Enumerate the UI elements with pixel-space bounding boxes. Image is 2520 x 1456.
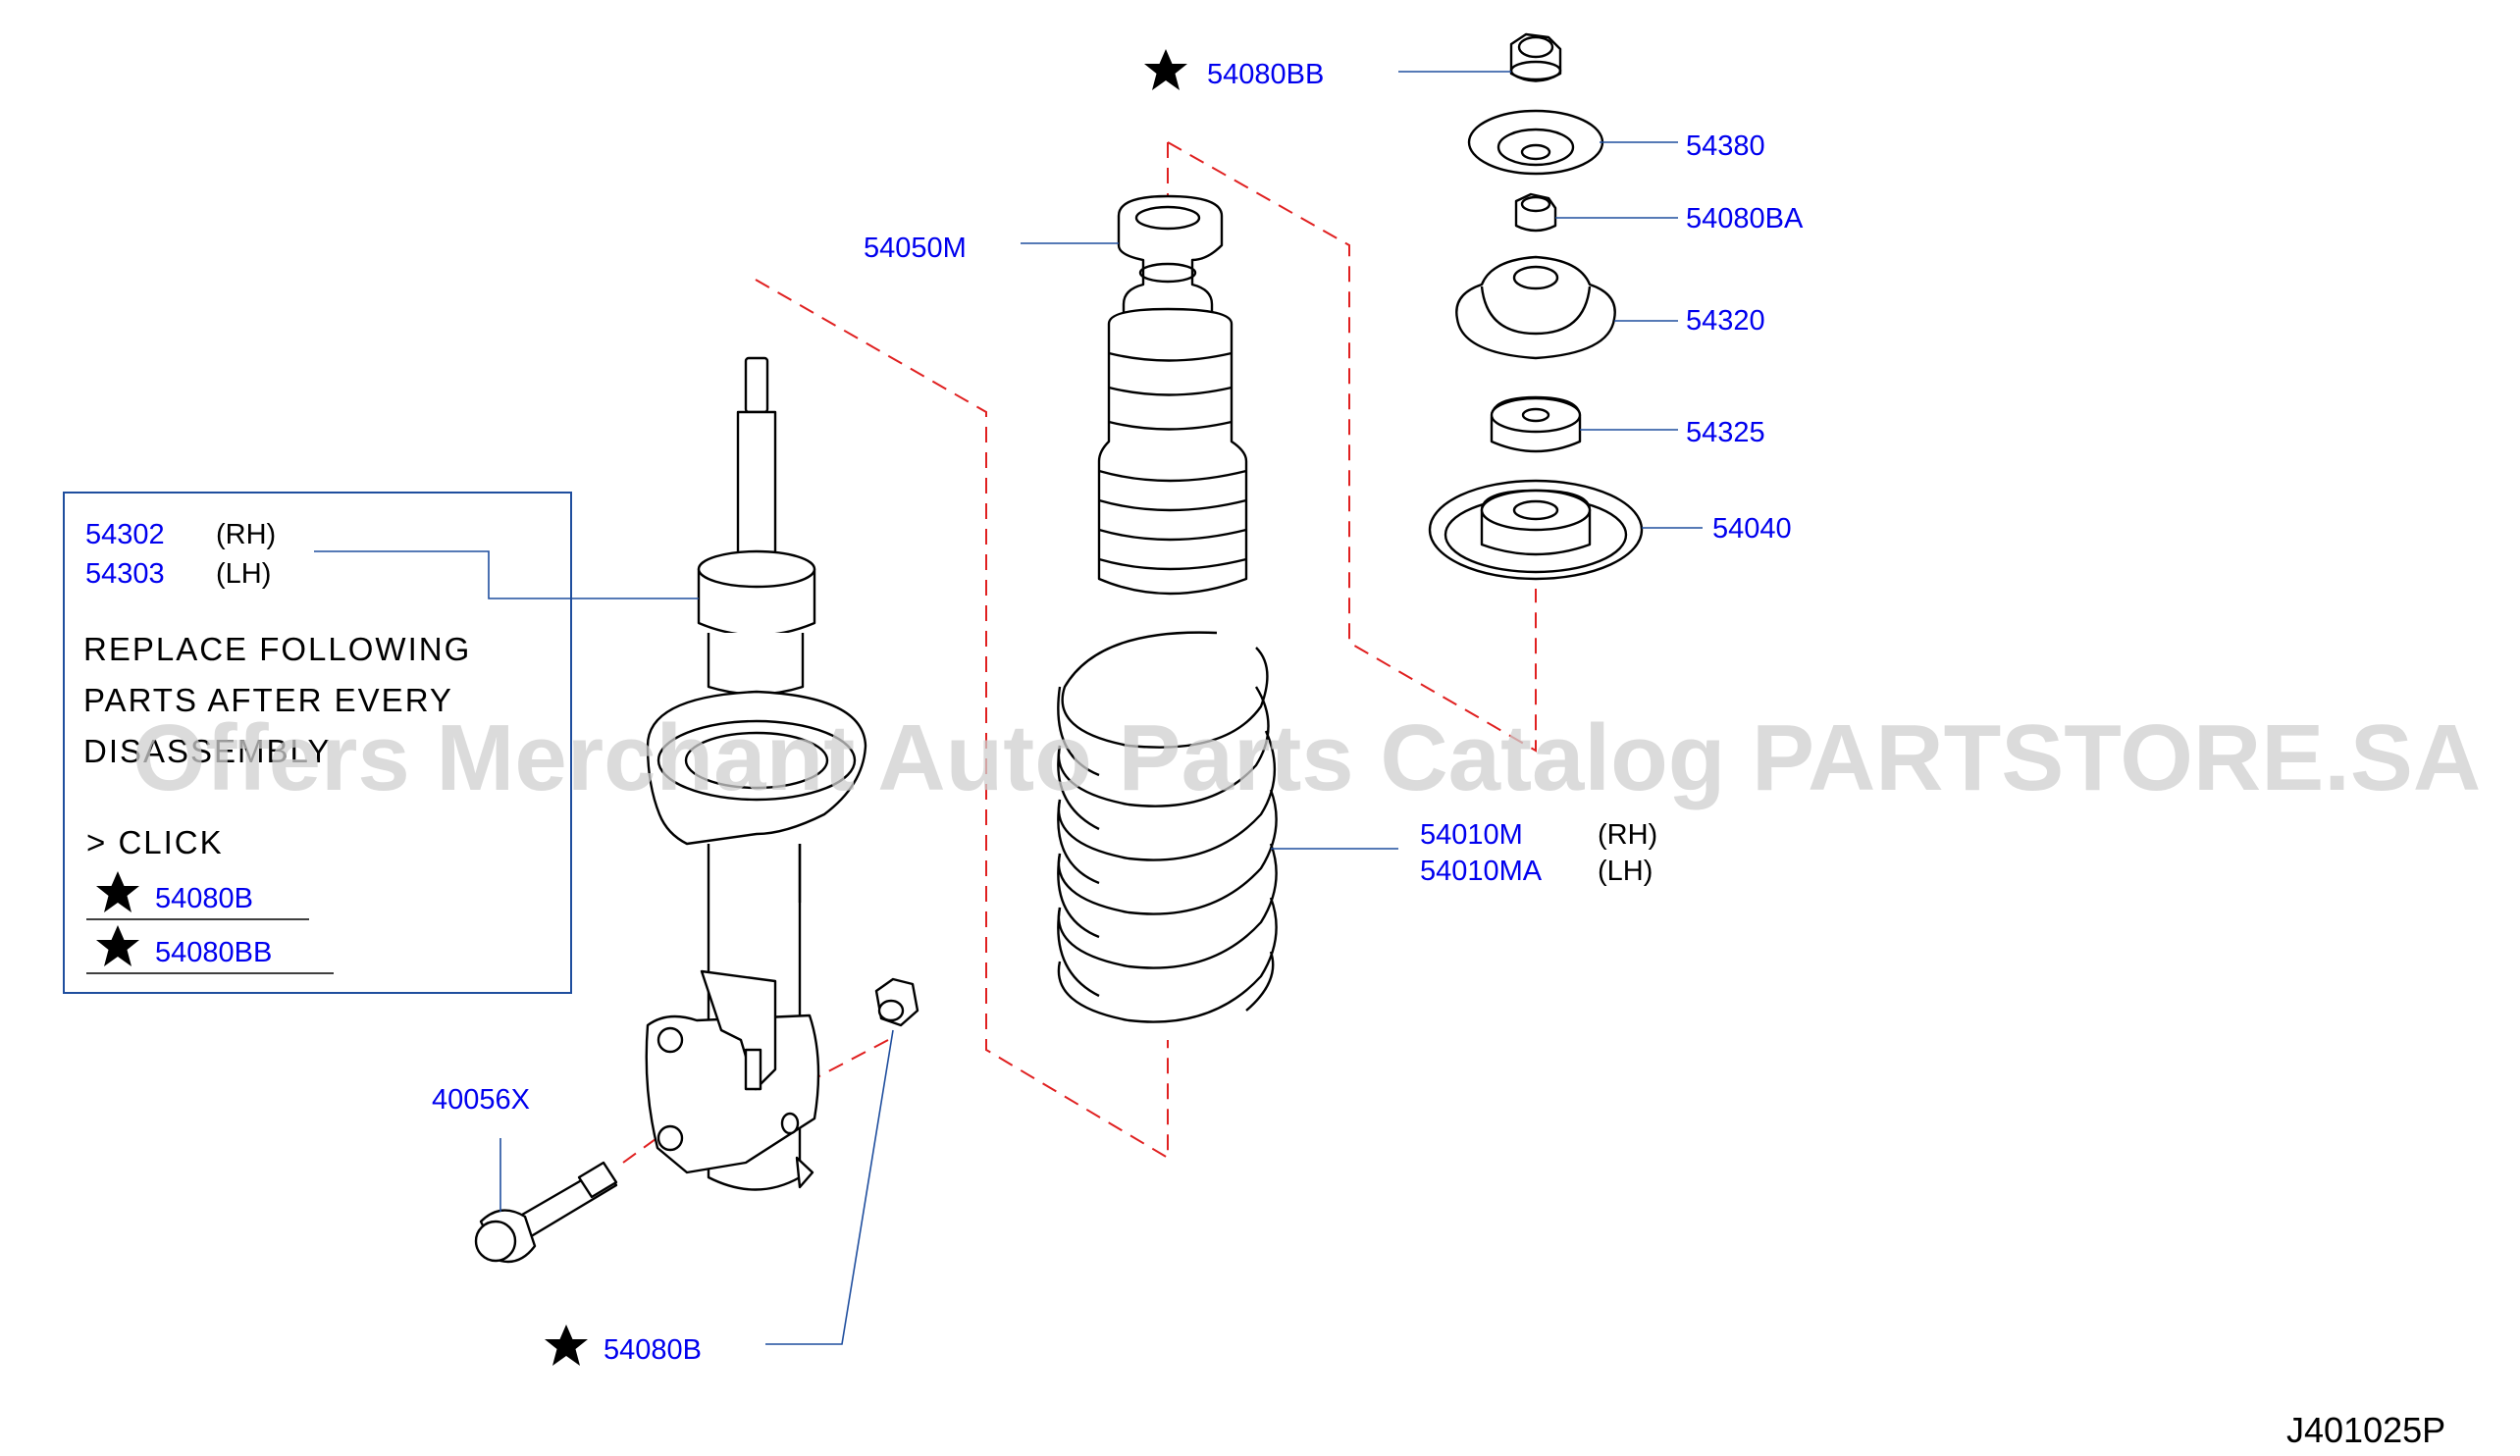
strut-rh-side: (RH): [216, 519, 276, 550]
strut-assembly-drawing: [645, 356, 867, 1191]
note-box: [63, 492, 572, 994]
strut-lh-number[interactable]: 54303: [85, 558, 165, 590]
note-link-54080b[interactable]: 54080B: [155, 883, 253, 914]
callout-54010ma-side: (LH): [1598, 856, 1653, 887]
callouts: 54080BB 54380 54050M 54080BA 54320 54325…: [432, 49, 1804, 1366]
callout-54040[interactable]: 54040: [1712, 513, 1792, 545]
note-box-content: 54302 (RH) 54303 (LH) REPLACE FOLLOWING …: [83, 519, 471, 974]
coil-spring-drawing: [1057, 631, 1278, 1023]
note-line-1: REPLACE FOLLOWING: [83, 631, 471, 667]
insulator-drawing: [1455, 255, 1616, 360]
callout-54010m-side: (RH): [1598, 819, 1657, 851]
star-icon: [1144, 49, 1187, 90]
note-line-2: PARTS AFTER EVERY: [83, 682, 453, 718]
click-label: > CLICK: [86, 824, 224, 860]
star-icon: [96, 925, 139, 966]
diagram-code: J401025P: [2286, 1410, 2445, 1450]
strut-lh-side: (LH): [216, 558, 271, 590]
callout-54080bb[interactable]: 54080BB: [1207, 59, 1324, 90]
callout-54010ma[interactable]: 54010MA: [1420, 856, 1543, 887]
callout-54080ba[interactable]: 54080BA: [1686, 203, 1804, 234]
star-icon: [96, 871, 139, 912]
lower-nut-drawing: [874, 977, 919, 1027]
top-nut-drawing: [1509, 32, 1562, 82]
note-link-54080bb[interactable]: 54080BB: [155, 937, 272, 968]
star-icon: [545, 1325, 588, 1366]
strut-rh-number[interactable]: 54302: [85, 519, 165, 550]
callout-40056x[interactable]: 40056X: [432, 1084, 530, 1116]
callout-54050m[interactable]: 54050M: [864, 233, 967, 264]
leader-lines: [314, 71, 1703, 1345]
bolt-drawing: [474, 1161, 618, 1264]
washer-drawing: [1467, 109, 1604, 176]
note-line-3: DISASSEMBLY: [83, 733, 331, 769]
callout-54320[interactable]: 54320: [1686, 305, 1765, 337]
mid-nut-drawing: [1514, 192, 1557, 233]
callout-54380[interactable]: 54380: [1686, 130, 1765, 162]
bound-bumper-drawing: [1097, 194, 1248, 596]
callout-54080b[interactable]: 54080B: [604, 1334, 702, 1366]
callout-54010m[interactable]: 54010M: [1420, 819, 1523, 851]
callout-54325[interactable]: 54325: [1686, 417, 1765, 448]
bushing-drawing: [1490, 395, 1582, 453]
mount-seat-drawing: [1428, 479, 1644, 581]
watermark: Offers Merchant Auto Parts Catalog PARTS…: [132, 705, 2481, 810]
